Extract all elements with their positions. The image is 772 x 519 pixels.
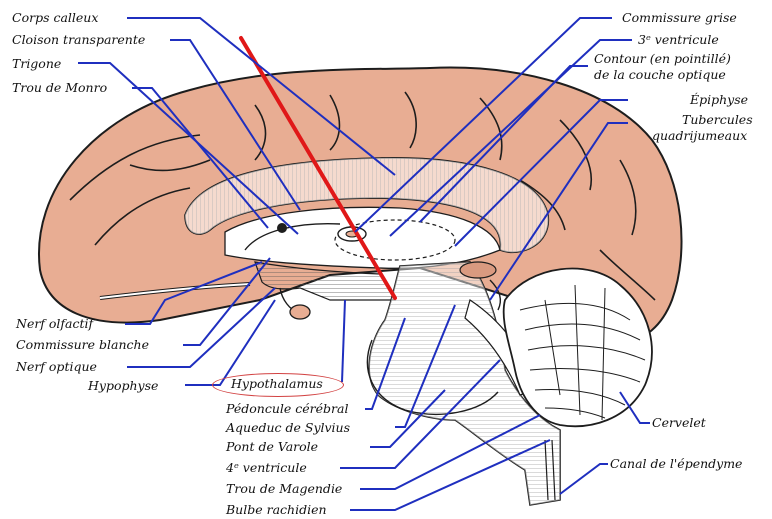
label-canal-ependyme: Canal de l'épendyme [610,456,742,471]
label-epiphyse: Épiphyse [690,92,748,107]
label-tubercules-line2: quadrijumeaux [652,128,747,143]
label-commissure-grise: Commissure grise [622,10,737,25]
label-cloison-transparente: Cloison transparente [12,32,145,47]
label-corps-calleux: Corps calleux [12,10,98,25]
label-contour-line1: Contour (en pointillé) [594,51,731,66]
label-pont-varole: Pont de Varole [226,439,318,454]
label-cervelet: Cervelet [652,415,706,430]
label-bulbe-rachidien: Bulbe rachidien [226,502,327,517]
label-hypophyse: Hypophyse [88,378,158,393]
label-aqueduc-sylvius: Aqueduc de Sylvius [226,420,350,435]
label-nerf-optique: Nerf optique [16,359,97,374]
label-trou-de-monro: Trou de Monro [12,80,107,95]
label-nerf-olfactif: Nerf olfactif [16,316,93,331]
label-hypothalamus: Hypothalamus [231,376,323,391]
label-3e-ventricule: 3ᵉ ventricule [638,32,719,47]
label-commissure-blanche: Commissure blanche [16,337,149,352]
label-trigone: Trigone [12,56,61,71]
label-pedoncule-cerebral: Pédoncule cérébral [226,401,348,416]
label-contour-line2: de la couche optique [594,67,726,82]
label-trou-magendie: Trou de Magendie [226,481,342,496]
label-4e-ventricule: 4ᵉ ventricule [226,460,307,475]
label-tubercules-line1: Tubercules [682,112,753,127]
